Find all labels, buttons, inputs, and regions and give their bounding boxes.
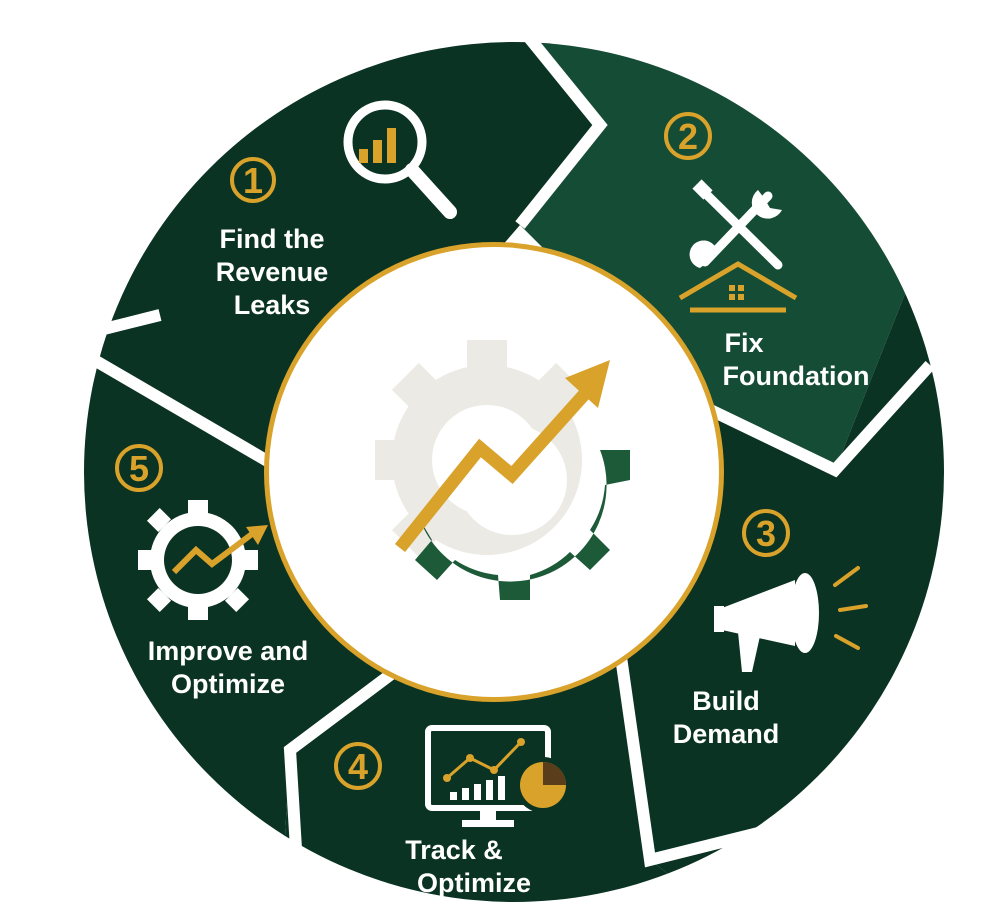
step-number-5-text: 5 [129,448,149,489]
step-1-line-1: Find the [220,224,325,254]
step-1-line-2: Revenue [216,257,329,287]
step-number-3-text: 3 [756,513,776,554]
growth-arrow-icon [394,383,595,553]
green-gear-icon [415,450,630,600]
segment-separators [44,4,935,916]
step-number-4-text: 4 [348,746,368,787]
step-number-4: 4 [334,742,382,790]
step-number-3: 3 [742,509,790,557]
step-number-2-text: 2 [678,116,698,157]
step-3-line-1: Build [692,686,760,716]
step-label-4: Track & Optimize [405,835,531,898]
megaphone-icon [714,566,868,672]
step-2-line-2: Foundation [723,361,870,391]
step-label-1: Find the Revenue Leaks [216,224,329,320]
step-label-3: Build Demand [673,686,780,749]
magnifier-chart-icon [343,100,457,219]
step-5-line-2: Optimize [171,669,285,699]
step-4-line-2: Optimize [417,868,531,898]
step-number-1-text: 1 [243,160,263,201]
step-label-2: Fix Foundation [723,328,870,391]
step-4-line-1: Track & [405,835,503,865]
monitor-analytics-icon [425,725,571,827]
step-5-line-1: Improve and [148,636,309,666]
center-growth-icon [375,340,630,600]
step-number-2: 2 [664,112,712,160]
step-3-line-2: Demand [673,719,780,749]
gear-growth-icon [138,500,268,620]
step-1-line-3: Leaks [234,290,311,320]
step-number-1: 1 [230,157,276,203]
step-number-5: 5 [115,444,163,492]
tools-house-icon [678,179,798,313]
step-2-line-1: Fix [724,328,763,358]
step-label-5: Improve and Optimize [148,636,309,699]
